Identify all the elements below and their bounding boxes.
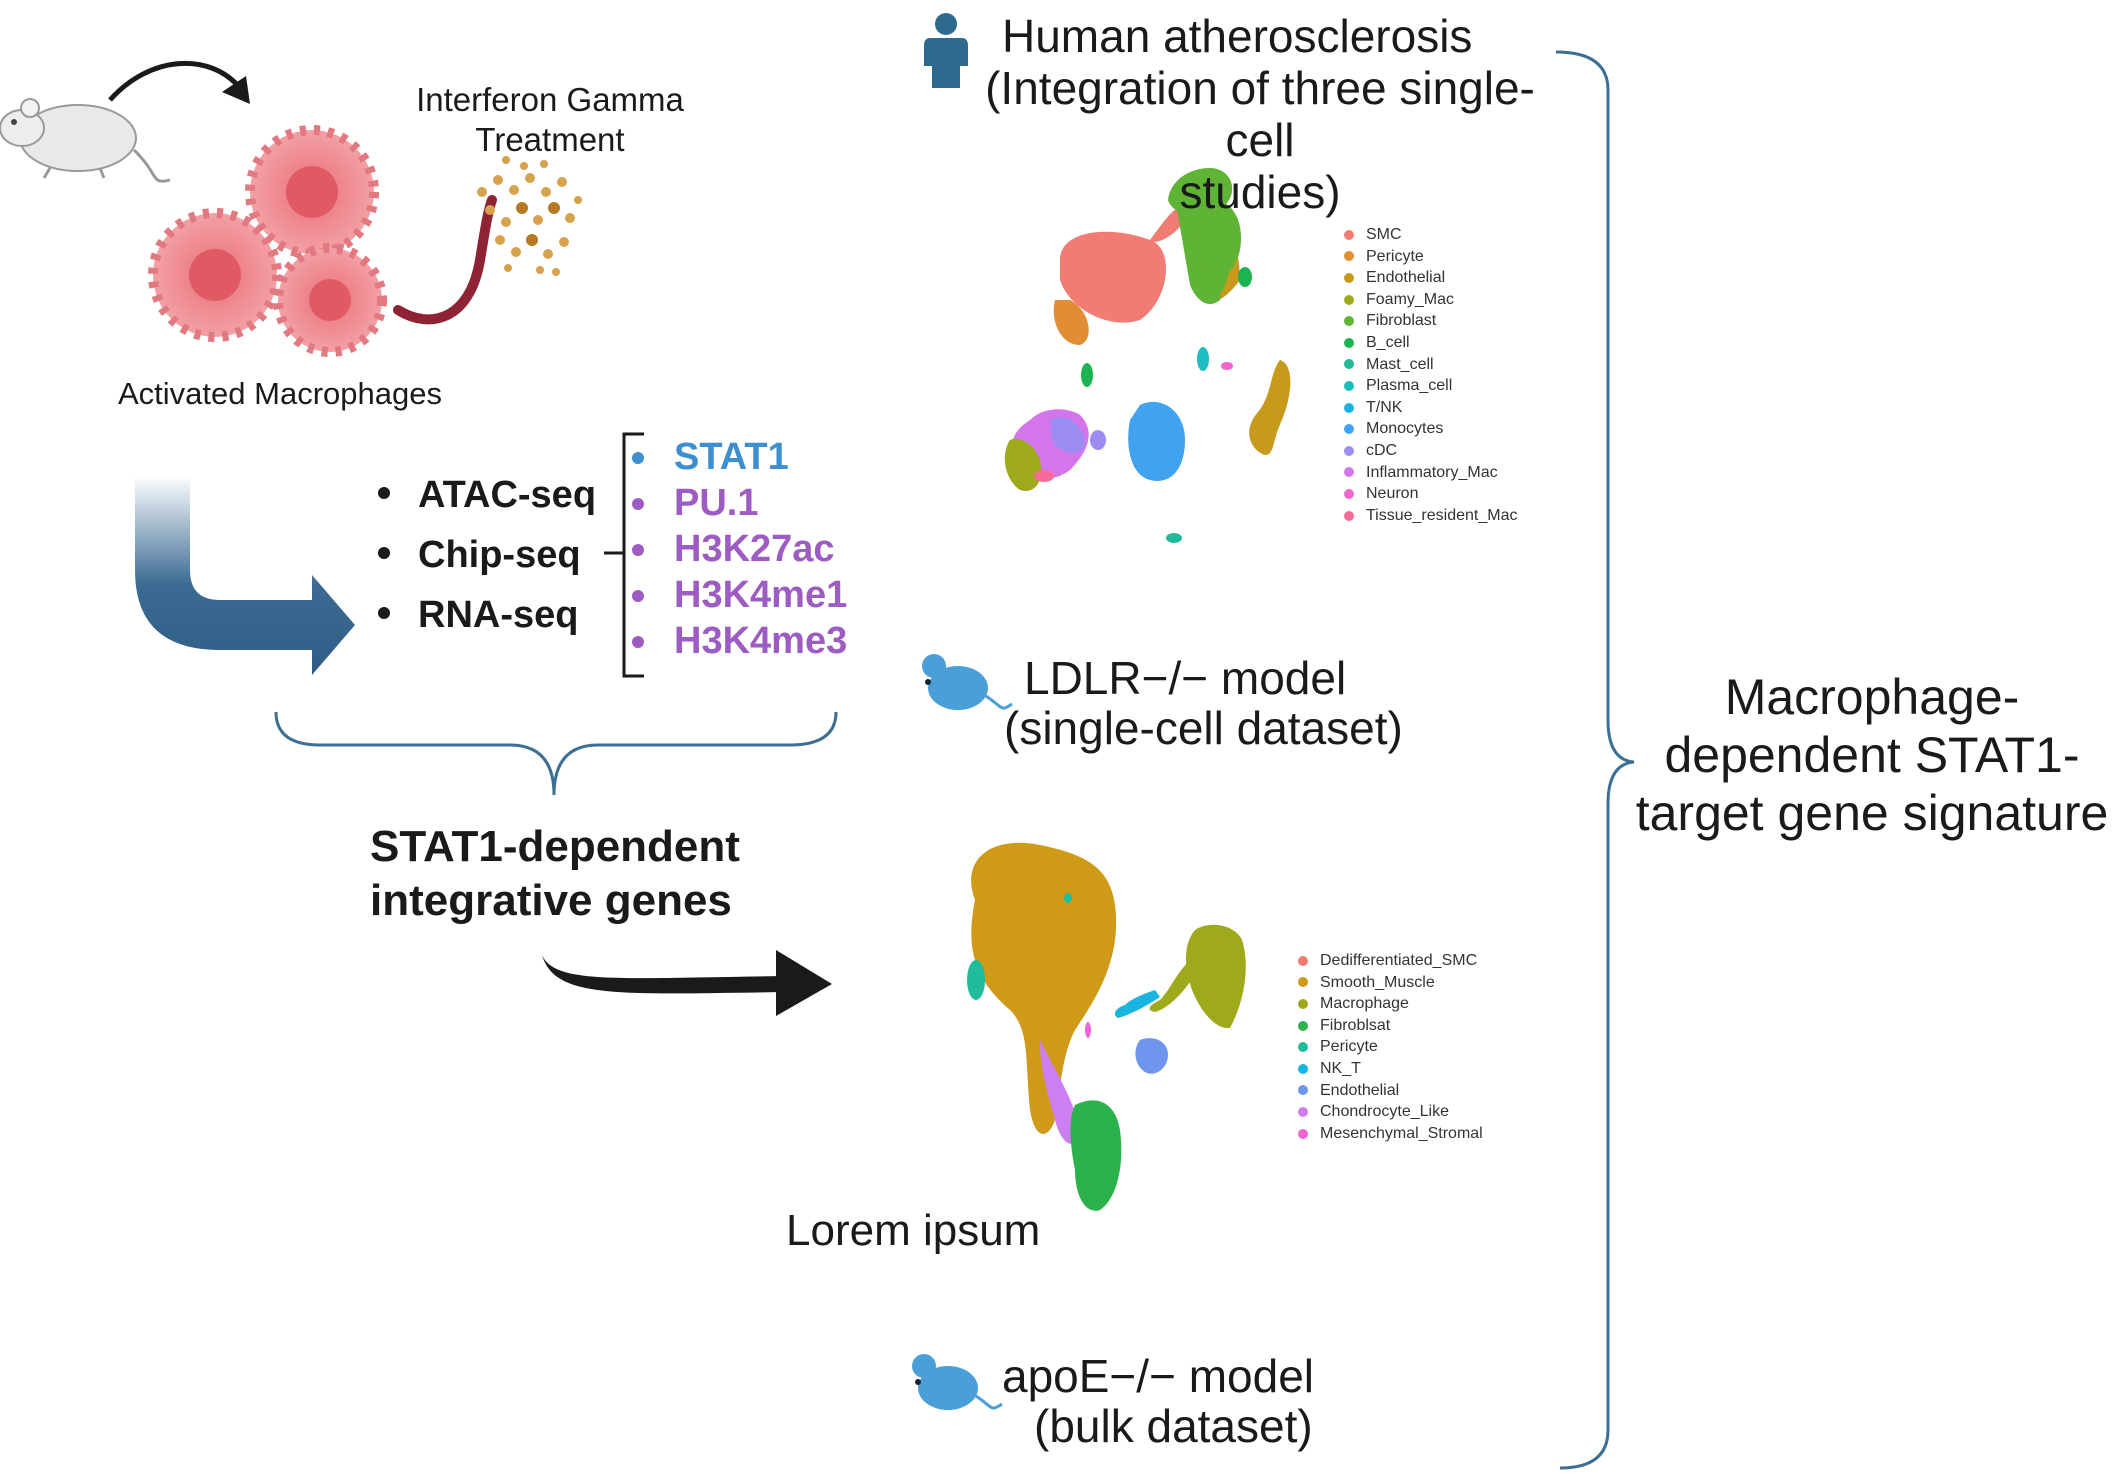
legend-swatch	[1344, 445, 1354, 456]
legend-item: cDC	[1344, 440, 1517, 462]
assay-item: Chip-seq	[418, 534, 581, 576]
genes-to-model-arrow	[542, 950, 832, 1016]
legend-item: Smooth_Muscle	[1298, 972, 1483, 994]
legend-swatch	[1344, 359, 1354, 370]
legend-item: Neuron	[1344, 483, 1517, 505]
marker-bracket	[604, 432, 644, 678]
integrative-brace	[274, 711, 838, 796]
marker-item: STAT1	[674, 436, 789, 478]
interferon-dots-icon	[393, 156, 582, 325]
legend-swatch	[1298, 998, 1308, 1009]
marker-item: H3K27ac	[674, 528, 835, 570]
legend-item: Endothelial	[1344, 267, 1517, 289]
legend-item: B_cell	[1344, 332, 1517, 354]
legend-swatch	[1344, 467, 1354, 478]
lorem-label: Lorem ipsum	[786, 1206, 1041, 1255]
legend-swatch	[1298, 1042, 1308, 1053]
legend-item: Pericyte	[1298, 1036, 1483, 1058]
legend-swatch	[1344, 272, 1354, 283]
legend-item: NK_T	[1298, 1058, 1483, 1080]
legend-item: Macrophage	[1298, 993, 1483, 1015]
human-umap-plot	[1004, 168, 1291, 543]
mouse-to-cells-arrow	[108, 60, 250, 104]
legend-swatch	[1344, 424, 1354, 435]
blue-mouse-icon	[922, 654, 1013, 710]
legend-swatch	[1298, 955, 1308, 966]
legend-item: SMC	[1344, 224, 1517, 246]
legend-swatch	[1298, 1128, 1308, 1139]
legend-swatch	[1344, 229, 1354, 240]
legend-swatch	[1344, 251, 1354, 262]
ldlr-umap-plot	[967, 842, 1246, 1211]
integrative-genes-label: STAT1-dependent integrative genes	[370, 822, 740, 925]
macrophage-cells-icon	[148, 125, 387, 357]
summary-brace	[1555, 50, 1635, 1470]
treatment-label: Interferon Gamma Treatment	[416, 81, 684, 158]
human-umap-legend: SMC Pericyte Endothelial Foamy_Mac Fibro…	[1344, 224, 1517, 526]
legend-item: Endothelial	[1298, 1080, 1483, 1102]
legend-item: Mast_cell	[1344, 354, 1517, 376]
apoe-title: apoE−/− model	[1002, 1350, 1315, 1402]
legend-swatch	[1298, 977, 1308, 988]
marker-bullets	[632, 452, 644, 648]
legend-item: Inflammatory_Mac	[1344, 462, 1517, 484]
legend-swatch	[1344, 337, 1354, 348]
marker-item: H3K4me1	[674, 574, 848, 616]
legend-item: T/NK	[1344, 397, 1517, 419]
marker-item: PU.1	[674, 482, 759, 524]
legend-item: Foamy_Mac	[1344, 289, 1517, 311]
human-subtitle: (Integration of three single-cell studie…	[985, 62, 1535, 218]
macrophages-label: Activated Macrophages	[118, 376, 442, 411]
human-title: Human atherosclerosis	[1002, 10, 1473, 62]
assay-list: ATAC-seq Chip-seq RNA-seq	[418, 465, 596, 645]
ldlr-subtitle: (single-cell dataset)	[1004, 702, 1403, 754]
legend-item: Monocytes	[1344, 418, 1517, 440]
flow-arrow-icon	[135, 475, 355, 675]
legend-swatch	[1344, 402, 1354, 413]
legend-swatch	[1344, 488, 1354, 499]
assay-item: RNA-seq	[418, 594, 579, 636]
legend-item: Fibroblast	[1344, 310, 1517, 332]
assay-item: ATAC-seq	[418, 474, 597, 516]
grey-mouse-icon	[0, 98, 171, 183]
legend-item: Chondrocyte_Like	[1298, 1101, 1483, 1123]
legend-swatch	[1298, 1063, 1308, 1074]
legend-swatch	[1298, 1085, 1308, 1096]
legend-item: Pericyte	[1344, 246, 1517, 268]
blue-mouse-icon	[912, 1354, 1003, 1410]
legend-item: Plasma_cell	[1344, 375, 1517, 397]
legend-item: Fibroblsat	[1298, 1015, 1483, 1037]
marker-item: H3K4me3	[674, 620, 848, 662]
marker-list: STAT1 PU.1 H3K27ac H3K4me1 H3K4me3	[674, 434, 847, 664]
summary-label: Macrophage- dependent STAT1- target gene…	[1635, 669, 2109, 841]
legend-item: Dedifferentiated_SMC	[1298, 950, 1483, 972]
legend-item: Tissue_resident_Mac	[1344, 505, 1517, 527]
legend-swatch	[1344, 316, 1354, 327]
person-icon	[924, 13, 968, 88]
ldlr-umap-legend: Dedifferentiated_SMC Smooth_Muscle Macro…	[1298, 950, 1483, 1144]
legend-swatch	[1344, 294, 1354, 305]
legend-swatch	[1344, 510, 1354, 521]
apoe-subtitle: (bulk dataset)	[1034, 1400, 1313, 1452]
legend-item: Mesenchymal_Stromal	[1298, 1123, 1483, 1145]
assay-bullets	[378, 487, 390, 619]
ldlr-title: LDLR−/− model	[1024, 652, 1347, 704]
legend-swatch	[1298, 1020, 1308, 1031]
legend-swatch	[1344, 380, 1354, 391]
legend-swatch	[1298, 1106, 1308, 1117]
